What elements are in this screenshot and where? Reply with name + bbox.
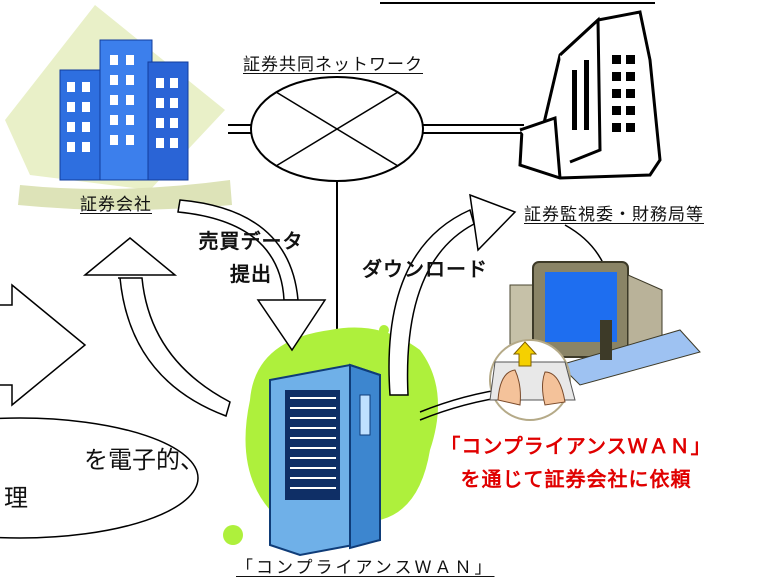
request-label: 「コンプライアンスＷＡＮ」 を通じて証券会社に依頼 xyxy=(406,430,746,492)
securities-company-label: 証券会社 xyxy=(80,195,152,215)
ellipse-note-line1-wrap: を電子的、 xyxy=(0,440,204,475)
ellipse-note-line2: 理 xyxy=(4,484,28,512)
keyboard-hands-icon xyxy=(489,339,576,421)
loop-arrow-left xyxy=(82,237,231,417)
wan-system-label: 「コンプライアンスＷＡＮ」 xyxy=(236,558,495,578)
network-node xyxy=(250,76,424,182)
request-line2: を通じて証券会社に依頼 xyxy=(460,467,692,491)
skyscraper-icon xyxy=(518,10,662,180)
network-label: 証券共同ネットワーク xyxy=(243,55,423,75)
trade-data-arrow xyxy=(177,199,327,352)
note-ellipse xyxy=(0,417,199,539)
download-arrow xyxy=(388,193,517,396)
request-line1: 「コンプライアンスＷＡＮ」 xyxy=(440,434,712,458)
office-buildings-icon xyxy=(5,5,232,210)
download-label: ダウンロード xyxy=(362,257,488,281)
trade-data-label: 売買データ 提出 xyxy=(186,225,316,287)
server-tower-icon xyxy=(269,363,381,557)
desktop-computer-icon xyxy=(509,261,701,386)
big-left-arrow xyxy=(0,283,87,407)
network-backbone-line xyxy=(228,124,524,134)
regulator-label: 証券監視委・財務局等 xyxy=(524,205,704,225)
trade-data-line2: 提出 xyxy=(230,262,272,286)
trade-data-line1: 売買データ xyxy=(198,229,304,253)
ellipse-note-line1: を電子的、 xyxy=(84,446,204,474)
